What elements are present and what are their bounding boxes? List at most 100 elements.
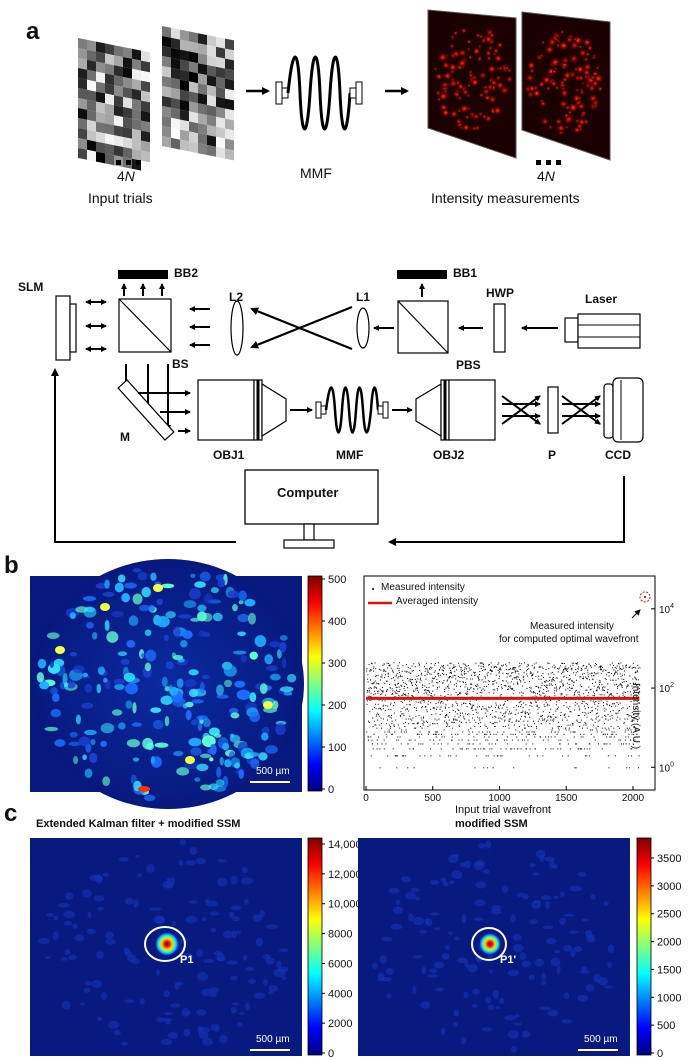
measured-point — [440, 701, 442, 703]
measured-point — [544, 696, 546, 698]
measured-point — [422, 743, 424, 745]
measured-point — [434, 663, 436, 665]
measured-point — [406, 684, 408, 686]
measured-point — [510, 688, 512, 690]
measured-point — [529, 690, 531, 692]
measured-point — [527, 665, 529, 667]
red-speckle — [440, 103, 448, 112]
faint-speckle — [64, 949, 71, 956]
speckle-grain — [156, 616, 170, 628]
measured-point — [632, 687, 634, 689]
speckle-grain — [202, 674, 210, 680]
measured-point — [439, 755, 441, 757]
faint-speckle — [164, 1011, 173, 1016]
measured-point — [621, 743, 623, 745]
measured-point — [573, 672, 575, 674]
faint-speckle — [209, 993, 217, 998]
measured-point — [632, 667, 634, 669]
measured-point — [514, 733, 516, 735]
speckle-grain — [258, 752, 268, 761]
speckle-grain — [261, 732, 269, 741]
measured-point — [600, 666, 602, 668]
faint-speckle — [91, 979, 102, 988]
measured-point — [498, 675, 500, 677]
measured-point — [372, 708, 374, 710]
measured-point — [567, 688, 569, 690]
measured-point — [476, 739, 478, 741]
measured-point — [515, 729, 517, 731]
measured-point — [540, 678, 542, 680]
red-speckle — [507, 68, 512, 73]
measured-point — [508, 718, 510, 720]
faint-speckle — [278, 948, 289, 953]
measured-point — [529, 716, 531, 718]
measured-point — [539, 715, 541, 717]
measured-point — [371, 669, 373, 671]
cb-cr-label: 2000 — [657, 937, 681, 949]
speckle-grain — [54, 739, 66, 747]
measured-point — [463, 677, 465, 679]
measured-point — [454, 671, 456, 673]
pattern-1-cell — [87, 99, 96, 112]
measured-point — [474, 674, 476, 676]
measured-point — [441, 669, 443, 671]
faint-speckle — [242, 955, 248, 961]
pattern-2-cell — [198, 73, 207, 85]
measured-point — [535, 662, 537, 664]
measured-point — [560, 748, 562, 750]
pattern-2-cell — [216, 126, 225, 139]
measured-point — [459, 714, 461, 716]
red-speckle — [449, 44, 455, 49]
faint-speckle — [276, 960, 282, 969]
faint-speckle — [163, 990, 171, 998]
measured-point — [639, 690, 641, 692]
measured-point — [481, 708, 483, 710]
pattern-2-cell — [198, 143, 207, 155]
measured-point — [626, 707, 628, 709]
measured-point — [498, 668, 500, 670]
cb-b-label: 100 — [328, 742, 346, 754]
measured-point — [530, 726, 532, 728]
measured-point — [613, 664, 615, 666]
measured-point — [638, 687, 640, 689]
measured-point — [519, 665, 521, 667]
faint-speckle — [545, 938, 557, 945]
measured-point — [391, 723, 393, 725]
red-speckle — [477, 56, 483, 62]
faint-speckle — [124, 898, 134, 905]
measured-point — [497, 689, 499, 691]
measured-point — [502, 680, 504, 682]
pattern-1-cell — [141, 70, 150, 83]
measured-point — [616, 693, 618, 695]
speckle-grain — [209, 757, 214, 762]
measured-point — [532, 720, 534, 722]
measured-point — [515, 719, 517, 721]
scatter-ylabel: Intensity (A.U.) — [630, 683, 641, 750]
red-speckle — [487, 64, 497, 74]
measured-point — [594, 703, 596, 705]
measured-point — [546, 705, 548, 707]
faint-speckle — [421, 966, 427, 975]
measured-point — [611, 667, 613, 669]
cb-b-label: 400 — [328, 616, 346, 628]
measured-point — [628, 767, 630, 769]
measured-point — [435, 713, 437, 715]
measured-point — [565, 668, 567, 670]
measured-point — [587, 671, 589, 673]
measured-point — [513, 689, 515, 691]
measured-point — [583, 705, 585, 707]
measured-point — [410, 718, 412, 720]
faint-speckle — [563, 944, 573, 952]
measured-point — [618, 727, 620, 729]
measured-point — [524, 716, 526, 718]
faint-speckle — [146, 864, 155, 873]
measured-point — [545, 736, 547, 738]
speckle-grain — [182, 703, 188, 709]
red-speckle — [489, 32, 495, 38]
measured-point — [436, 723, 438, 725]
measured-point — [472, 688, 474, 690]
measured-point — [449, 662, 451, 664]
measured-point — [623, 681, 625, 683]
measured-point — [491, 670, 493, 672]
measured-point — [518, 679, 520, 681]
